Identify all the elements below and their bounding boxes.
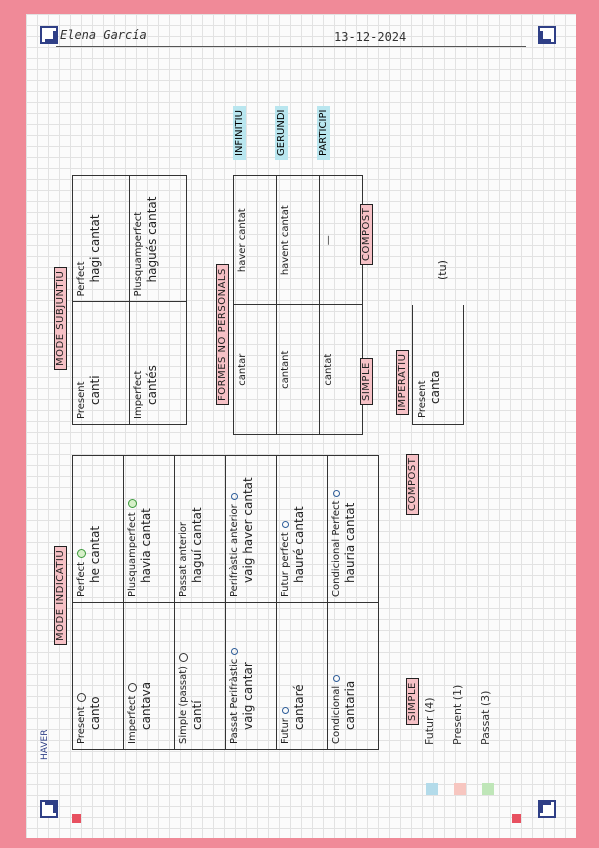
personals-compost-label: COMPOST bbox=[360, 203, 373, 265]
red-square-icon bbox=[512, 814, 521, 823]
imperatiu-title: IMPERATIU bbox=[396, 349, 409, 415]
header-divider bbox=[56, 46, 526, 47]
legend-futur: Futur (4) bbox=[423, 697, 436, 745]
subjuntiu-title: MODE SUBJUNTIU bbox=[54, 266, 67, 370]
personals-cell: cantar bbox=[233, 304, 277, 435]
date: 13-12-2024 bbox=[334, 30, 407, 44]
personals-cell: cantat bbox=[319, 304, 363, 435]
personals-cell: — bbox=[319, 175, 363, 305]
student-name: Elena García bbox=[60, 28, 147, 42]
haver-label: HAVER bbox=[40, 729, 50, 760]
indicatiu-compost-label: COMPOST bbox=[406, 453, 419, 515]
indicatiu-title: MODE INDICATIU bbox=[54, 545, 67, 645]
personals-cell: havent cantat bbox=[276, 175, 320, 305]
legend-passat: Passat (3) bbox=[479, 690, 492, 745]
imperatiu-box: Present canta bbox=[412, 305, 464, 425]
header-participi: PARTICIPI bbox=[317, 105, 330, 160]
header-infinitiu: INFINITIU bbox=[233, 106, 246, 160]
header-gerundi: GERUNDI bbox=[275, 105, 288, 160]
imperatiu-tense: Present bbox=[417, 380, 428, 418]
imperatiu-person: (tu) bbox=[436, 260, 449, 280]
grid-paper bbox=[26, 14, 576, 838]
legend-swatch-present bbox=[454, 783, 466, 795]
personals-cell: haver cantat bbox=[233, 175, 277, 305]
indicatiu-simple-label: SIMPLE bbox=[406, 678, 419, 725]
legend-swatch-passat bbox=[482, 783, 494, 795]
personals-simple-label: SIMPLE bbox=[360, 358, 373, 405]
indicatiu-cell: Simple (passat)cantí bbox=[174, 602, 226, 750]
legend-present: Present (1) bbox=[451, 684, 464, 745]
personals-title: FORMES NO PERSONALS bbox=[216, 264, 229, 405]
personals-table: cantar haver cantat cantant havent canta… bbox=[233, 175, 363, 435]
corner-bracket-icon bbox=[40, 26, 58, 44]
imperatiu-form: canta bbox=[428, 370, 442, 404]
red-square-icon bbox=[72, 814, 81, 823]
legend-swatch-futur bbox=[426, 783, 438, 795]
personals-cell: cantant bbox=[276, 304, 320, 435]
